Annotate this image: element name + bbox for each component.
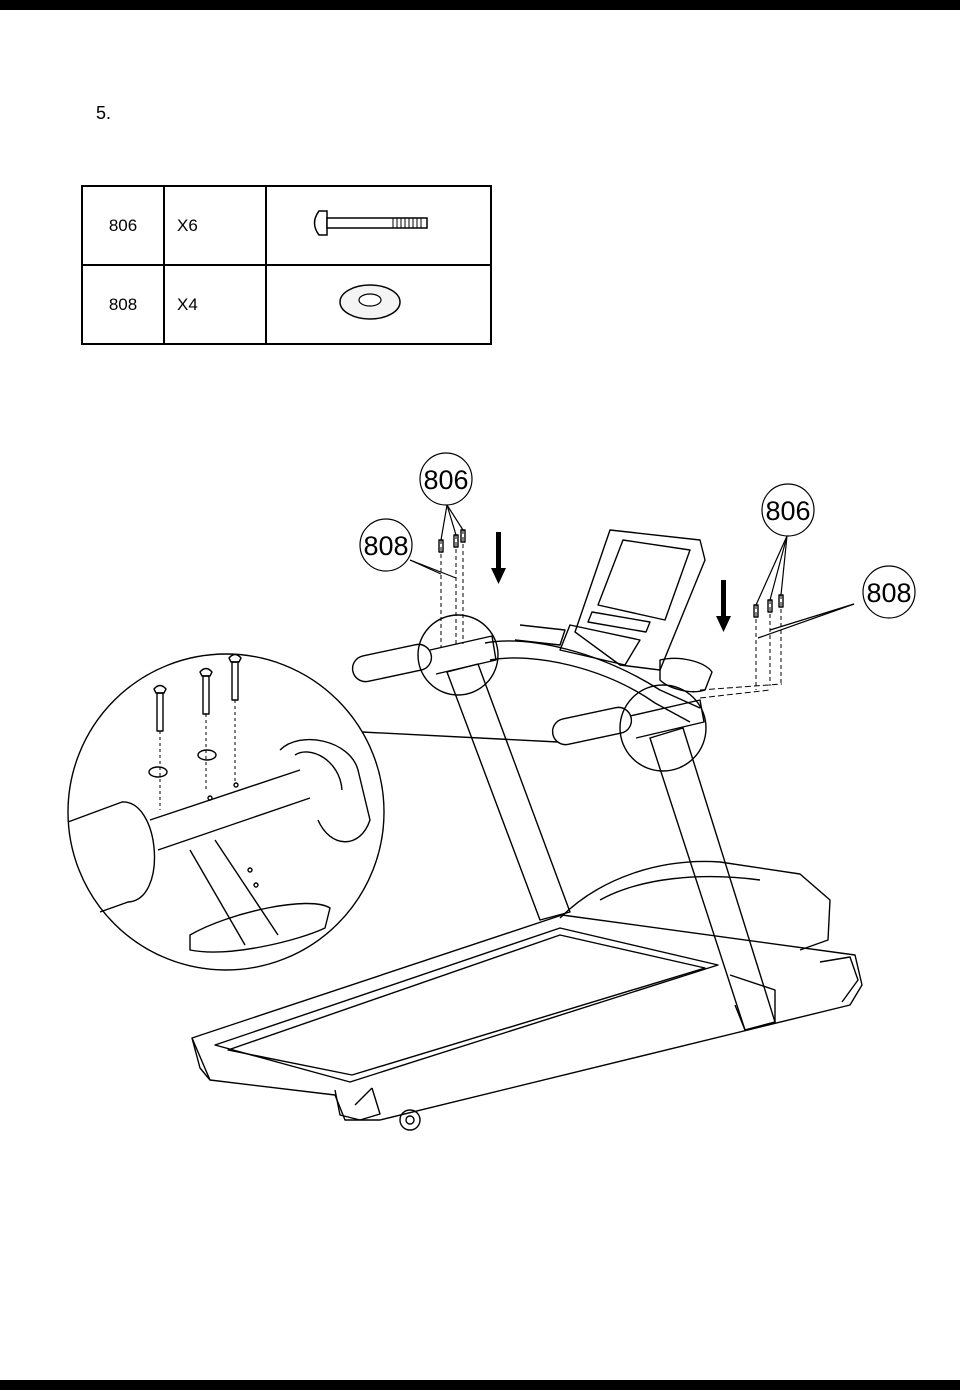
treadmill-base (191, 860, 863, 1131)
down-arrow-right (716, 580, 731, 632)
callout-label: 806 (423, 465, 468, 495)
part-code: 808 (81, 264, 165, 345)
callout-circle (359, 518, 413, 572)
right-upright (649, 727, 776, 1031)
callout-leader (769, 603, 855, 631)
table-row: 806 X6 (81, 185, 492, 266)
parts-table: 806 X6 808 X4 (81, 185, 492, 345)
callout-leader (780, 535, 788, 596)
down-arrow-left (491, 532, 506, 584)
part-quantity: X6 (163, 185, 267, 266)
washer-icon (339, 284, 401, 320)
part-code: 806 (81, 185, 165, 266)
handlebar (351, 635, 705, 746)
top-border-bar (0, 0, 960, 10)
callout-label: 806 (765, 496, 810, 526)
callout-circle (862, 565, 916, 619)
callout-leader (446, 504, 464, 531)
part-image-cell (265, 264, 492, 345)
callout-circle (761, 483, 815, 537)
detail-zoom-circle (67, 653, 385, 971)
callout-leader (769, 535, 788, 601)
left-bolt-set (438, 529, 466, 648)
bottom-border-bar (0, 1380, 960, 1390)
callout-leader (446, 504, 457, 536)
detail-marker-left (417, 614, 499, 696)
console (514, 529, 713, 693)
step-number: 5. (96, 103, 112, 123)
left-upright (446, 663, 571, 921)
table-row: 808 X4 (81, 264, 492, 345)
right-bolt-set (699, 594, 784, 699)
callout-leader (409, 559, 457, 579)
callout-leader (757, 603, 855, 639)
callout-circle (419, 452, 473, 506)
callout-label: 808 (866, 578, 911, 608)
detail-marker-right (619, 684, 707, 772)
callout-leader (755, 535, 788, 606)
callout-label: 808 (363, 531, 408, 561)
detail-leader-line (361, 731, 559, 743)
detail-bolts (148, 653, 242, 810)
bolt-icon (313, 210, 428, 236)
part-quantity: X4 (163, 264, 267, 345)
part-image-cell (265, 185, 492, 266)
callout-leader (440, 504, 448, 541)
